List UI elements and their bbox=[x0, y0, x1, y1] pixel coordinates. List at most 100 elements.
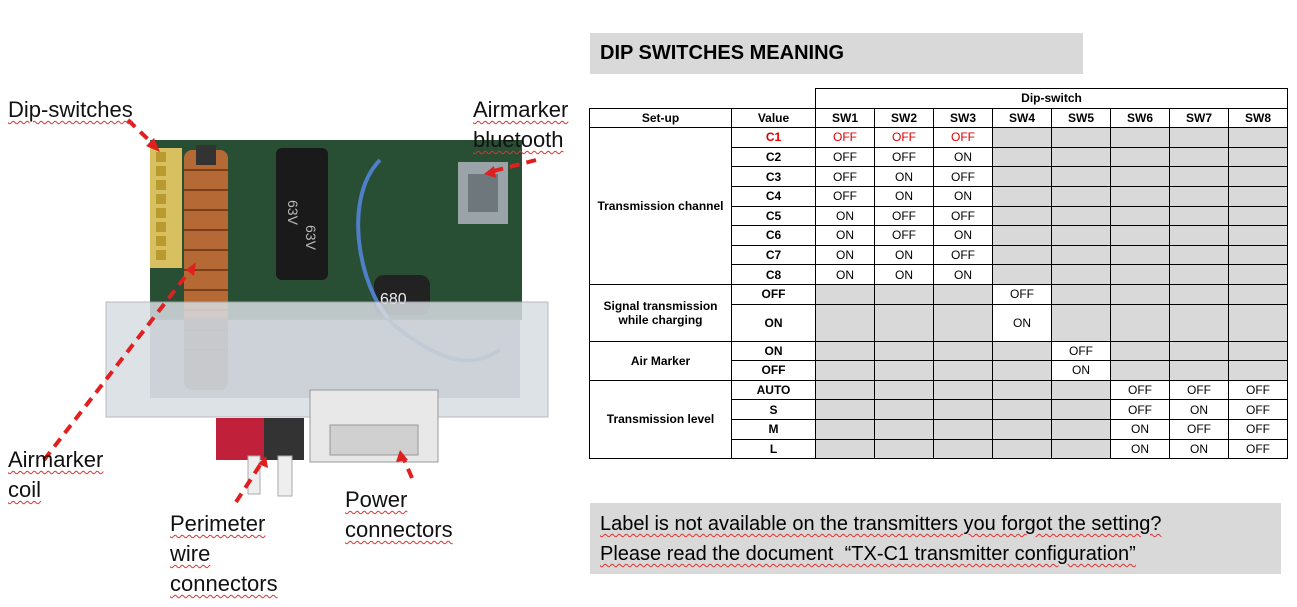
cell-sw8 bbox=[1228, 303, 1288, 342]
row-value: L bbox=[731, 438, 816, 460]
cell-sw8: OFF bbox=[1228, 438, 1288, 460]
cell-sw7: ON bbox=[1169, 438, 1229, 460]
header-dip-switch: Dip-switch bbox=[815, 88, 1288, 109]
perimeter-connector-dark bbox=[264, 418, 304, 460]
transmitter-board-diagram: 63V 63V 680 bbox=[42, 118, 549, 504]
callout-perimeter-line1: Perimeter bbox=[170, 511, 266, 536]
cell-sw2: ON bbox=[874, 264, 934, 285]
row-value: S bbox=[731, 399, 816, 420]
cell-sw7 bbox=[1169, 244, 1229, 266]
callout-airmarker-coil-line1: Airmarker bbox=[8, 447, 104, 472]
cell-sw2: OFF bbox=[874, 127, 934, 148]
cell-sw6 bbox=[1110, 185, 1170, 207]
note-box: Label is not available on the transmitte… bbox=[590, 503, 1281, 574]
group-transmission-channel: Transmission channel bbox=[589, 127, 732, 285]
row-value: M bbox=[731, 418, 816, 440]
cell-sw1: OFF bbox=[815, 127, 875, 148]
cell-sw4 bbox=[992, 399, 1052, 420]
cell-sw3: OFF bbox=[933, 166, 993, 187]
cell-sw7 bbox=[1169, 205, 1229, 227]
header-sw4: SW4 bbox=[992, 107, 1052, 129]
cell-sw6 bbox=[1110, 340, 1170, 362]
cell-sw8 bbox=[1228, 127, 1288, 148]
cell-sw5 bbox=[1051, 418, 1111, 440]
cell-sw6 bbox=[1110, 244, 1170, 266]
cell-sw6 bbox=[1110, 283, 1170, 305]
cell-sw8 bbox=[1228, 283, 1288, 305]
cell-sw5 bbox=[1051, 438, 1111, 460]
cell-sw3: ON bbox=[933, 225, 993, 246]
cell-sw5 bbox=[1051, 244, 1111, 266]
row-value: C4 bbox=[731, 185, 816, 207]
header-setup: Set-up bbox=[589, 107, 732, 129]
cell-sw4 bbox=[992, 264, 1052, 285]
cell-sw3: ON bbox=[933, 146, 993, 168]
cell-sw1 bbox=[815, 418, 875, 440]
row-value: C2 bbox=[731, 146, 816, 168]
arrow-dip-switches bbox=[126, 118, 156, 147]
arrow-perimeter bbox=[234, 460, 264, 504]
cell-sw5 bbox=[1051, 303, 1111, 342]
row-value: OFF bbox=[731, 283, 816, 305]
cell-sw6: OFF bbox=[1110, 399, 1170, 420]
cell-sw3 bbox=[933, 283, 993, 305]
cell-sw6 bbox=[1110, 264, 1170, 285]
cell-sw2 bbox=[874, 379, 934, 401]
cell-sw6 bbox=[1110, 225, 1170, 246]
cell-sw3 bbox=[933, 360, 993, 381]
cell-sw2: ON bbox=[874, 244, 934, 266]
cell-sw1 bbox=[815, 283, 875, 305]
cell-sw2 bbox=[874, 399, 934, 420]
cell-sw4 bbox=[992, 225, 1052, 246]
cell-sw4: ON bbox=[992, 303, 1052, 342]
cell-sw2 bbox=[874, 303, 934, 342]
cell-sw4 bbox=[992, 244, 1052, 266]
cell-sw4 bbox=[992, 146, 1052, 168]
cell-sw3 bbox=[933, 303, 993, 342]
row-value: C7 bbox=[731, 244, 816, 266]
cell-sw1: OFF bbox=[815, 185, 875, 207]
housing-inner bbox=[150, 318, 520, 398]
cell-sw8 bbox=[1228, 166, 1288, 187]
capacitor bbox=[276, 148, 328, 280]
cell-sw3 bbox=[933, 340, 993, 362]
cell-sw4 bbox=[992, 205, 1052, 227]
cell-sw8 bbox=[1228, 244, 1288, 266]
row-value: C6 bbox=[731, 225, 816, 246]
perimeter-pin-2 bbox=[277, 455, 293, 497]
power-connector-slot bbox=[329, 424, 419, 456]
cell-sw2 bbox=[874, 438, 934, 460]
cell-sw3 bbox=[933, 438, 993, 460]
cell-sw7 bbox=[1169, 166, 1229, 187]
cell-sw4 bbox=[992, 379, 1052, 401]
cell-sw7 bbox=[1169, 360, 1229, 381]
cell-sw2: ON bbox=[874, 185, 934, 207]
cell-sw2: OFF bbox=[874, 146, 934, 168]
cell-sw4 bbox=[992, 185, 1052, 207]
table-header-row-1: Dip-switch bbox=[589, 88, 1288, 109]
cell-sw6 bbox=[1110, 166, 1170, 187]
header-sw2: SW2 bbox=[874, 107, 934, 129]
cell-sw2: ON bbox=[874, 166, 934, 187]
group-air-marker: Air Marker bbox=[589, 340, 732, 381]
cell-sw1: ON bbox=[815, 264, 875, 285]
cell-sw7 bbox=[1169, 225, 1229, 246]
cell-sw1 bbox=[815, 360, 875, 381]
cell-sw4 bbox=[992, 418, 1052, 440]
cell-sw5 bbox=[1051, 146, 1111, 168]
cell-sw7: OFF bbox=[1169, 418, 1229, 440]
cell-sw8 bbox=[1228, 264, 1288, 285]
cell-sw1: ON bbox=[815, 244, 875, 266]
cell-sw1: ON bbox=[815, 225, 875, 246]
arrowhead-perimeter bbox=[258, 456, 268, 468]
header-sw3: SW3 bbox=[933, 107, 993, 129]
cell-sw8 bbox=[1228, 205, 1288, 227]
cell-sw6: ON bbox=[1110, 418, 1170, 440]
